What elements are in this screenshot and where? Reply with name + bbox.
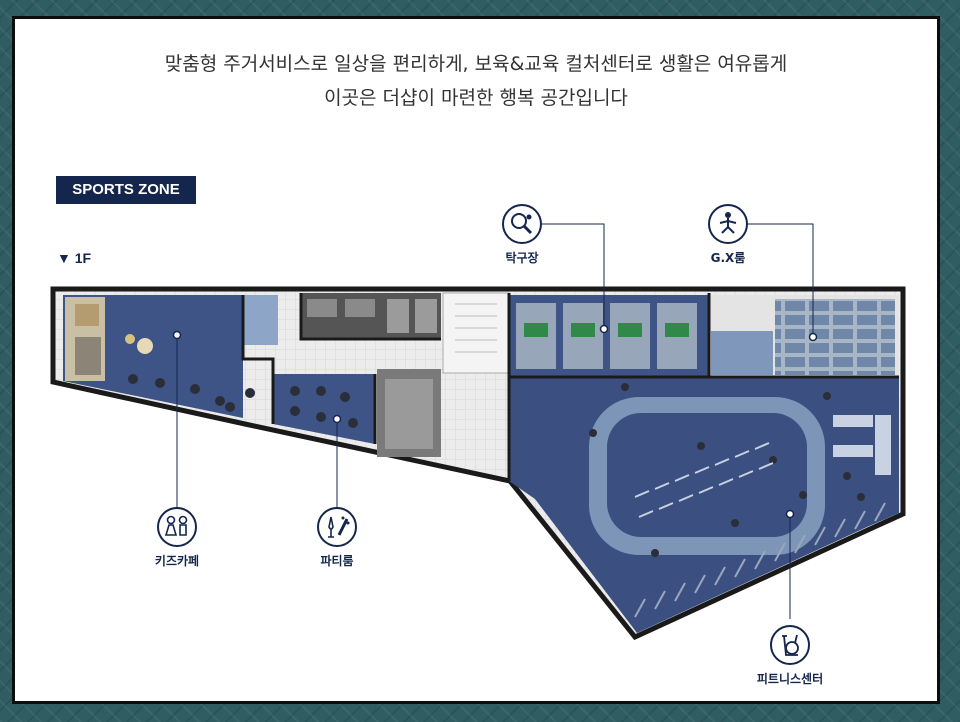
leader-dots: [172, 324, 818, 519]
fitness-label: 피트니스센터: [756, 672, 824, 686]
yoga-icon: [708, 204, 748, 244]
champagne-icon: [317, 507, 357, 547]
interior-walls: [241, 293, 899, 481]
kids-cafe-label: 키즈카페: [154, 554, 200, 568]
ping-pong-icon: [502, 204, 542, 244]
intro-line-2: 이곳은 더샵이 마련한 행복 공간입니다: [324, 87, 628, 109]
floor-plan: [50, 223, 906, 641]
table-tennis-label: 탁구장: [505, 251, 539, 265]
table-tennis-room: [509, 295, 709, 377]
party-room: [273, 374, 375, 444]
stair-core: [442, 292, 510, 374]
intro-line-1: 맞춤형 주거서비스로 일상을 편리하게, 보육&교육 컬처센터로 생활은 여유롭…: [164, 53, 788, 75]
intro-text: 맞춤형 주거서비스로 일상을 편리하게, 보육&교육 컬처센터로 생활은 여유롭…: [15, 47, 937, 115]
party-room-label: 파티룸: [320, 554, 354, 568]
zone-badge: SPORTS ZONE: [56, 176, 196, 204]
fitness-room: [509, 377, 899, 633]
gx-room-label: G.X룸: [710, 251, 746, 265]
exercise-bike-icon: [770, 625, 810, 665]
floor-label: ▼ 1F: [57, 250, 92, 266]
cafe-tables: [128, 374, 255, 412]
gx-room: [709, 295, 899, 377]
restroom-block: [301, 293, 441, 457]
children-icon: [157, 507, 197, 547]
content-panel: 맞춤형 주거서비스로 일상을 편리하게, 보육&교육 컬처센터로 생활은 여유롭…: [12, 16, 940, 704]
